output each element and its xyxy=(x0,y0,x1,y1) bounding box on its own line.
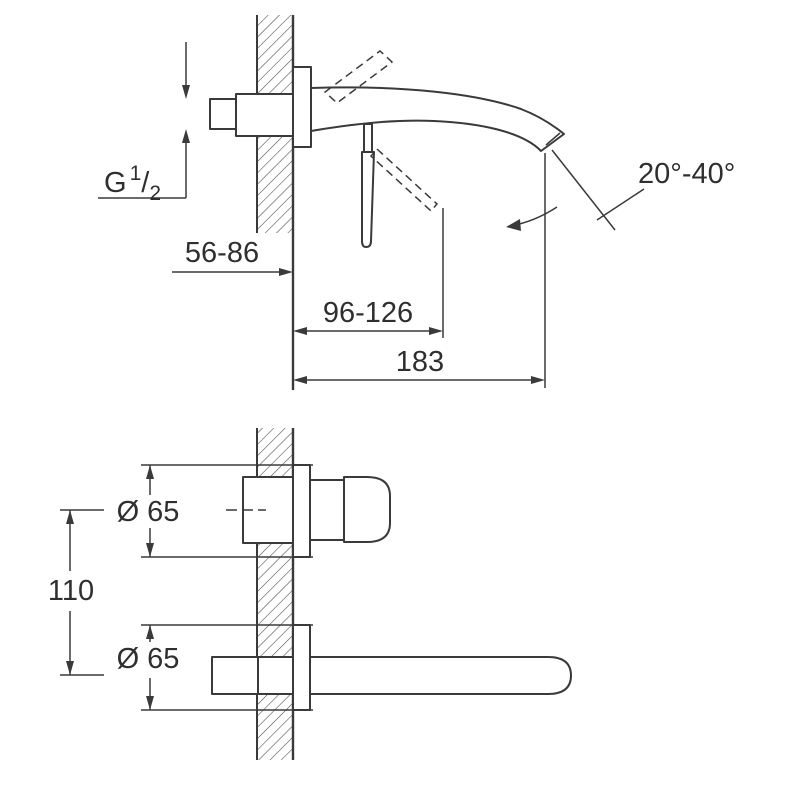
arrow-left-icon xyxy=(293,376,307,384)
arrow-left-icon xyxy=(293,327,307,335)
spout-tube xyxy=(309,656,572,695)
escutcheon-plate-side xyxy=(292,66,312,148)
spout-escutcheon xyxy=(292,624,311,711)
arrow-right-icon xyxy=(429,327,443,335)
lever-lowered-dashed xyxy=(369,147,439,213)
stream-angle-line xyxy=(551,149,616,231)
angle-leader-line xyxy=(596,188,645,221)
spout-diameter-label: Ø 65 xyxy=(117,643,180,675)
mixer-escutcheon xyxy=(292,464,311,558)
depth-range-label: 56-86 xyxy=(185,237,259,269)
arrow-up-icon xyxy=(146,625,154,639)
spout-body xyxy=(310,86,565,152)
spout-supply-body xyxy=(211,656,294,695)
dimension-stream-angle: 20°-40° xyxy=(506,149,735,231)
handle-collar xyxy=(309,479,345,541)
dimension-spout-diameter: Ø 65 xyxy=(117,624,313,711)
arrow-down-icon xyxy=(146,543,154,557)
dimension-handle-projection: 96-126 xyxy=(293,208,444,338)
spout-length-label: 183 xyxy=(396,346,444,378)
wall-section-top xyxy=(256,15,295,390)
lever-stem xyxy=(363,123,373,154)
arrow-up-icon xyxy=(182,129,190,143)
arrow-up-icon xyxy=(146,465,154,479)
dimension-depth-range: 56-86 xyxy=(172,237,293,276)
faucet-spout-side-view xyxy=(209,50,565,248)
arrow-down-icon xyxy=(66,661,74,675)
thread-denominator: 2 xyxy=(149,182,161,205)
centre-distance-label: 110 xyxy=(48,575,94,607)
handle-range-label: 96-126 xyxy=(323,297,413,329)
handle-cap xyxy=(343,476,391,543)
arrow-right-icon xyxy=(279,268,293,276)
arrow-left-icon xyxy=(506,219,521,231)
thread-numerator: 1 xyxy=(130,162,142,185)
dimension-centre-distance: 110 xyxy=(48,509,104,676)
arrow-down-icon xyxy=(182,85,190,99)
mixer-unit-view xyxy=(226,464,391,558)
lever-raised-dashed xyxy=(323,50,394,104)
thread-prefix: G xyxy=(104,167,127,199)
arrow-up-icon xyxy=(66,510,74,524)
dimension-mixer-diameter: Ø 65 xyxy=(117,464,313,558)
mounting-flange xyxy=(235,93,294,137)
arrow-right-icon xyxy=(531,376,545,384)
thread-slash: / xyxy=(141,167,150,199)
lever-handle xyxy=(361,151,375,248)
angle-range-label: 20°-40° xyxy=(638,158,735,190)
supply-pipe xyxy=(209,98,237,130)
mixer-diameter-label: Ø 65 xyxy=(117,496,180,528)
aerator-line xyxy=(545,132,561,146)
dimension-spout-projection: 183 xyxy=(293,153,546,388)
arrow-down-icon xyxy=(146,696,154,710)
